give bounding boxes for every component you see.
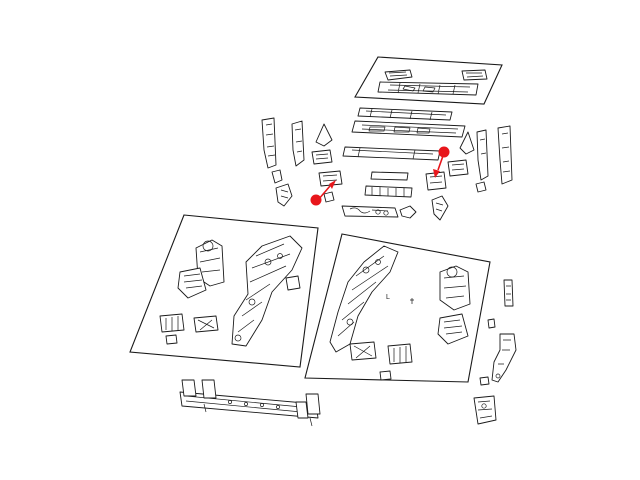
- left-floor-bracket-b[interactable]: [193, 315, 219, 333]
- left-seat-bracket[interactable]: [311, 149, 333, 165]
- floor-pan-part[interactable]: [377, 69, 488, 96]
- rear-crossmember-reinforcement[interactable]: [351, 120, 466, 138]
- right-wheelhouse-part[interactable]: [439, 265, 471, 311]
- left-seat-riser[interactable]: [318, 170, 343, 187]
- left-shock-tower-part[interactable]: [177, 267, 207, 299]
- right-seat-bracket[interactable]: [447, 159, 469, 177]
- center-exploded-parts: [261, 107, 513, 221]
- part-letter-l: L: [386, 294, 390, 301]
- bumper-bracket-center[interactable]: [341, 205, 399, 218]
- top-panel-frame: [354, 56, 503, 105]
- right-gusset[interactable]: [459, 131, 475, 155]
- right-part-letter: L: [386, 294, 390, 301]
- bumper-beam[interactable]: [179, 379, 321, 427]
- callouts: [310, 146, 450, 206]
- right-pillar-mid[interactable]: [476, 129, 489, 181]
- left-wheelhouse-part[interactable]: [195, 239, 225, 287]
- rear-floor-crossmember[interactable]: [342, 146, 441, 161]
- small-center-bracket[interactable]: [399, 205, 417, 219]
- left-rail-bracket-small[interactable]: [285, 275, 301, 291]
- right-edge-bar[interactable]: [503, 279, 514, 307]
- left-lower-bracket[interactable]: [275, 183, 293, 207]
- left-pillar-mid[interactable]: [291, 120, 305, 167]
- left-pillar-rear[interactable]: [261, 117, 277, 169]
- callout-left[interactable]: [310, 180, 337, 206]
- right-edge-parts: [473, 279, 517, 425]
- right-edge-bracket[interactable]: [491, 333, 517, 383]
- left-floor-bracket-a[interactable]: [159, 313, 185, 333]
- callout-dot-right[interactable]: [438, 146, 450, 158]
- right-small-bracket[interactable]: [475, 181, 487, 193]
- right-floor-bracket-a[interactable]: [349, 341, 377, 361]
- right-edge-clip-a[interactable]: [487, 318, 496, 329]
- left-small-clip[interactable]: [165, 334, 178, 345]
- right-edge-plate[interactable]: [473, 395, 497, 425]
- front-floor-crossmember[interactable]: [364, 171, 413, 198]
- right-shock-tower-part[interactable]: [437, 313, 469, 345]
- right-pillar-rear[interactable]: [497, 125, 513, 185]
- right-small-clip[interactable]: [379, 370, 392, 381]
- rear-crossmember-upper[interactable]: [357, 107, 453, 121]
- right-lower-bracket[interactable]: [431, 195, 449, 221]
- left-small-bracket[interactable]: [271, 169, 283, 184]
- right-edge-clip-b[interactable]: [479, 376, 490, 386]
- right-panel: L: [304, 233, 491, 383]
- right-floor-bracket-b[interactable]: [387, 343, 413, 365]
- callout-right[interactable]: [433, 146, 450, 179]
- left-gusset[interactable]: [315, 123, 333, 147]
- left-anchor-plate[interactable]: [323, 191, 335, 203]
- left-panel: [129, 214, 319, 368]
- right-side-rail-part[interactable]: [329, 245, 399, 353]
- right-tiny-fastener[interactable]: [410, 298, 414, 304]
- left-side-rail-part[interactable]: [231, 235, 303, 347]
- top-panel: [354, 56, 503, 105]
- callout-dot-left[interactable]: [310, 194, 322, 206]
